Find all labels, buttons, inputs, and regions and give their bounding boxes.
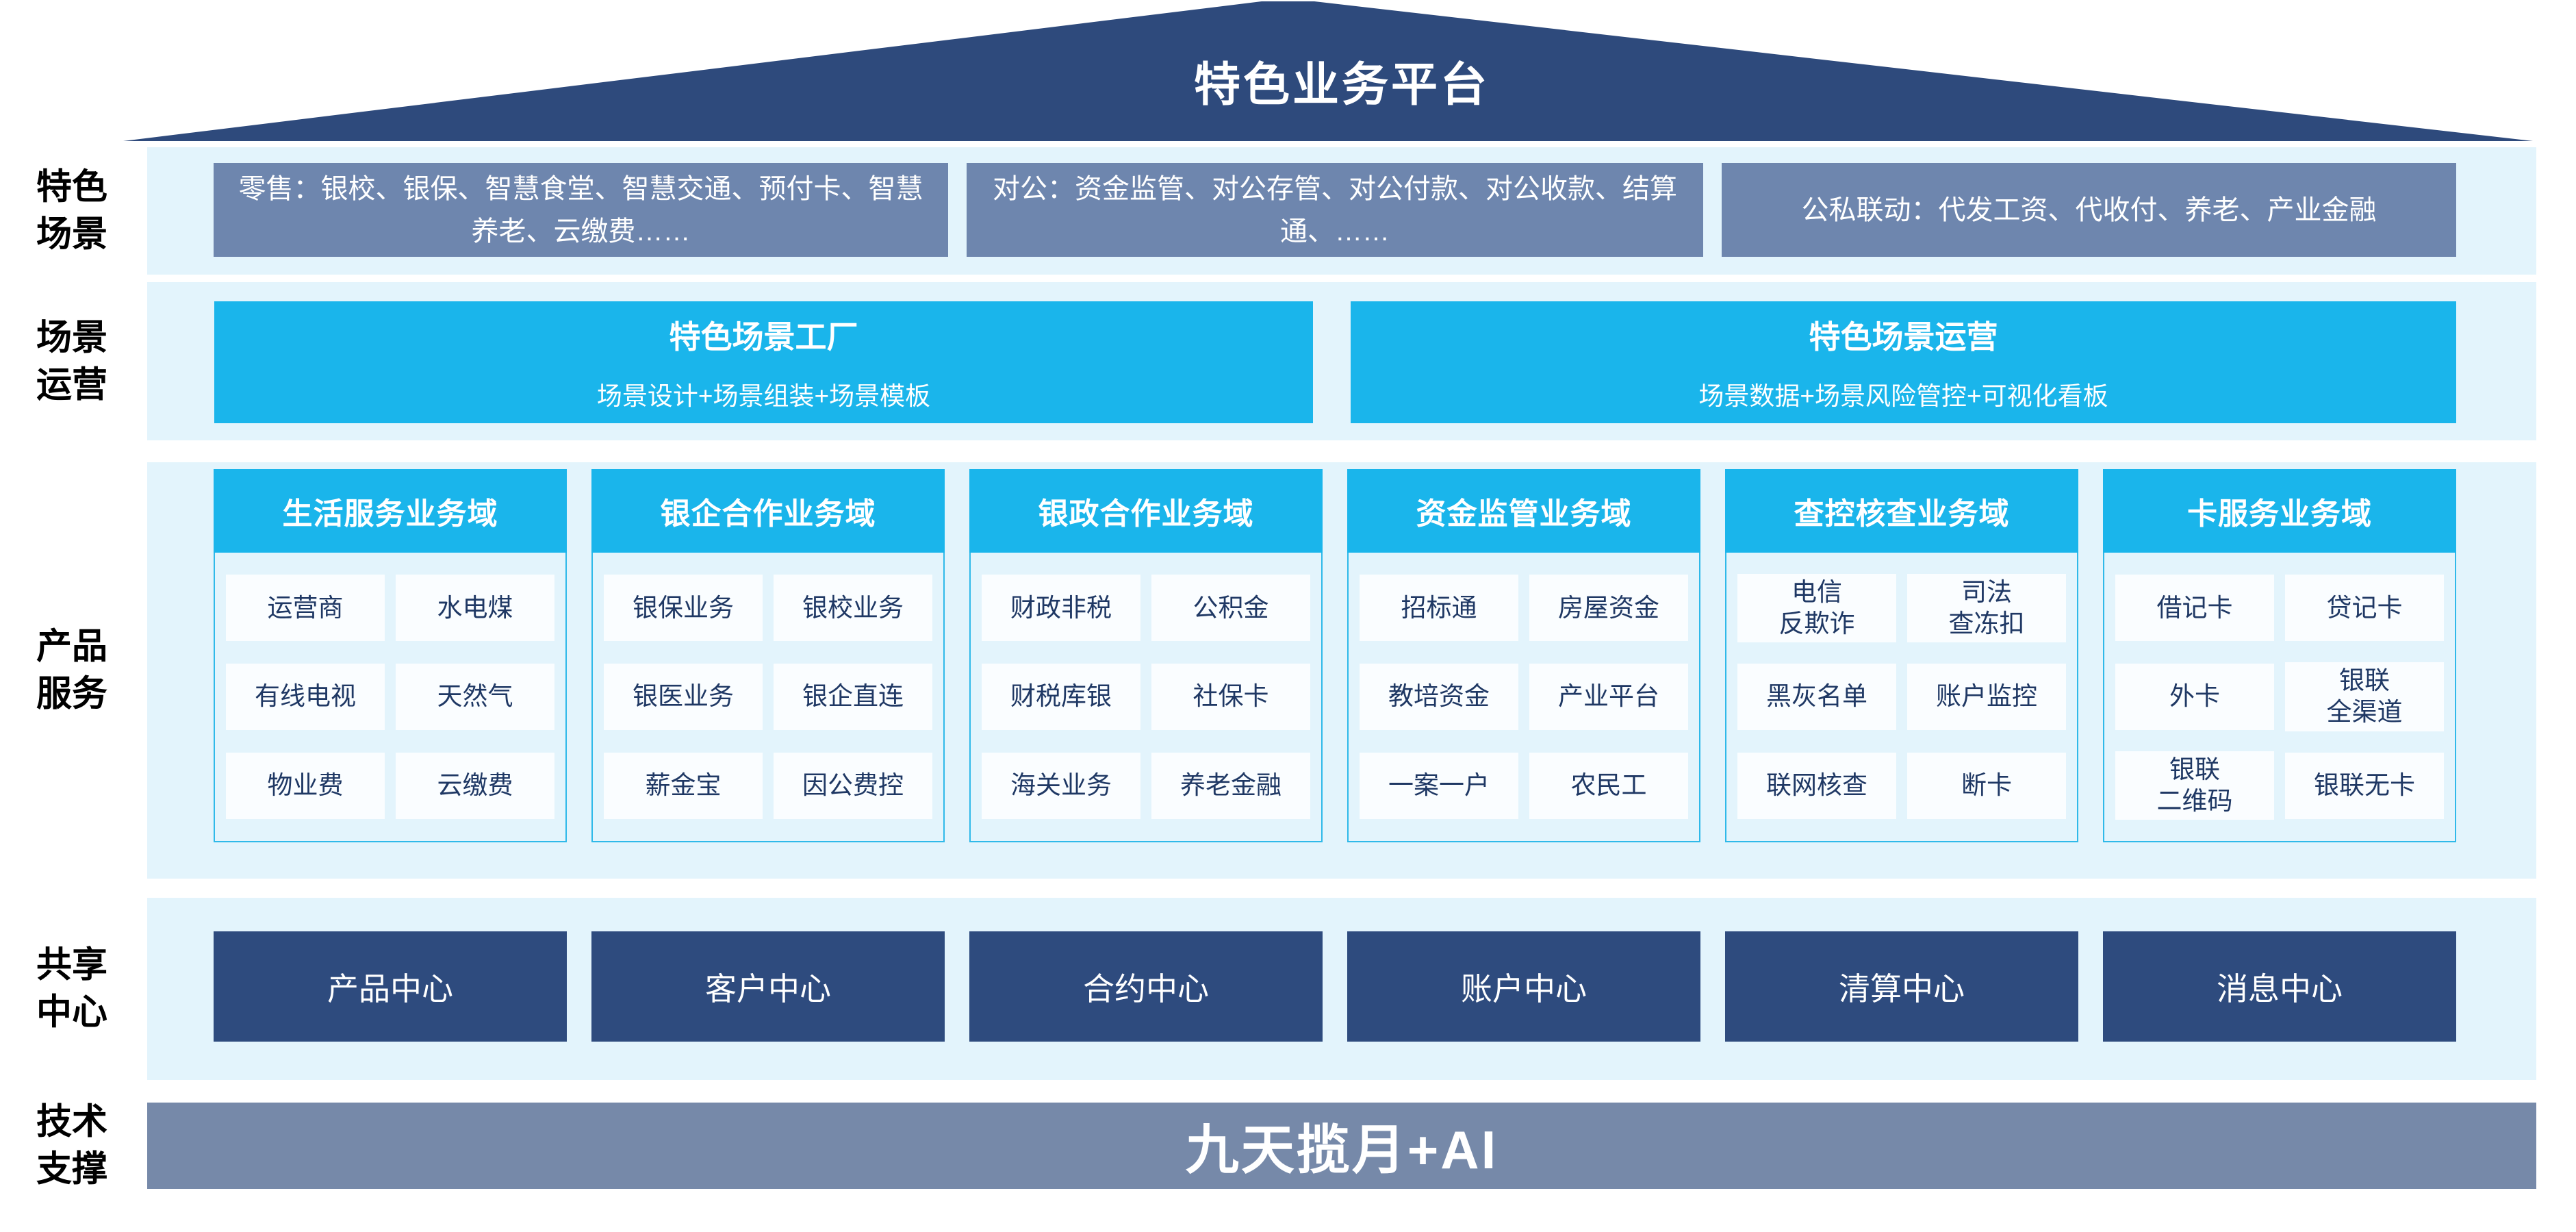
product-column-header: 查控核查业务域: [1725, 469, 2078, 553]
product-column-body: 招标通 房屋资金 教培资金 产业平台 一案一户 农民工: [1347, 553, 1700, 842]
product-cell: 云缴费: [396, 752, 554, 819]
scene-box-public-private: 公私联动：代发工资、代收付、养老、产业金融: [1722, 163, 2456, 257]
product-column-bank-enterprise: 银企合作业务域 银保业务 银校业务 银医业务 银企直连 薪金宝 因公费控: [591, 469, 945, 842]
product-column-header: 卡服务业务域: [2103, 469, 2456, 553]
product-column-header: 生活服务业务域: [214, 469, 567, 553]
product-cell: 联网核查: [1737, 752, 1896, 819]
side-label-scenes: 特色 场景: [36, 167, 107, 254]
product-cell: 公积金: [1151, 575, 1310, 642]
product-cell: 银校业务: [774, 575, 932, 642]
product-column-header: 资金监管业务域: [1347, 469, 1700, 553]
product-column-body: 银保业务 银校业务 银医业务 银企直连 薪金宝 因公费控: [591, 553, 945, 842]
ops-box-scene-factory: 特色场景工厂 场景设计+场景组装+场景模板: [214, 301, 1313, 423]
product-cell: 水电煤: [396, 575, 554, 642]
scene-box-retail: 零售：银校、银保、智慧食堂、智慧交通、预付卡、智慧养老、云缴费……: [214, 163, 948, 257]
roof-banner: [123, 1, 2533, 141]
product-column-body: 运营商 水电煤 有线电视 天然气 物业费 云缴费: [214, 553, 567, 842]
side-label-sharing: 共享 中心: [36, 945, 107, 1032]
ops-box-subtitle: 场景设计+场景组装+场景模板: [596, 382, 931, 410]
product-cell: 教培资金: [1360, 663, 1518, 730]
product-cell: 外卡: [2115, 663, 2274, 730]
product-column-life-services: 生活服务业务域 运营商 水电煤 有线电视 天然气 物业费 云缴费: [214, 469, 567, 842]
product-cell: 账户监控: [1907, 663, 2066, 730]
product-column-fund-supervision: 资金监管业务域 招标通 房屋资金 教培资金 产业平台 一案一户 农民工: [1347, 469, 1700, 842]
product-cell: 养老金融: [1151, 752, 1310, 819]
ops-box-scene-operation: 特色场景运营 场景数据+场景风险管控+可视化看板: [1351, 301, 2456, 423]
product-cell: 天然气: [396, 663, 554, 730]
ops-box-title: 特色场景运营: [1809, 319, 1998, 355]
product-cell: 产业平台: [1529, 663, 1688, 730]
product-cell: 银保业务: [604, 575, 763, 642]
center-box-account: 账户中心: [1347, 931, 1700, 1042]
product-cell: 银联无卡: [2285, 752, 2444, 819]
center-box-customer: 客户中心: [591, 931, 945, 1042]
side-label-products: 产品 服务: [36, 627, 107, 714]
product-cell: 农民工: [1529, 752, 1688, 819]
platform-title: 特色业务平台: [1193, 59, 1490, 111]
ops-box-title: 特色场景工厂: [669, 319, 858, 355]
product-cell: 运营商: [226, 575, 385, 642]
scenes-panel: 零售：银校、银保、智慧食堂、智慧交通、预付卡、智慧养老、云缴费…… 对公：资金监…: [147, 147, 2536, 275]
product-column-body: 财政非税 公积金 财税库银 社保卡 海关业务 养老金融: [969, 553, 1323, 842]
product-cell: 物业费: [226, 752, 385, 819]
product-column-card-services: 卡服务业务域 借记卡 贷记卡 外卡 银联 全渠道 银联 二维码 银联无卡: [2103, 469, 2456, 842]
product-cell: 财税库银: [982, 663, 1140, 730]
center-box-message: 消息中心: [2103, 931, 2456, 1042]
ops-box-subtitle: 场景数据+场景风险管控+可视化看板: [1698, 382, 2108, 410]
side-label-operations: 场景 运营: [36, 318, 107, 405]
product-cell: 社保卡: [1151, 663, 1310, 730]
products-panel: 生活服务业务域 运营商 水电煤 有线电视 天然气 物业费 云缴费 银企合作业务域…: [147, 462, 2536, 879]
product-cell: 断卡: [1907, 752, 2066, 819]
scene-box-corporate: 对公：资金监管、对公存管、对公付款、对公收款、结算通、……: [967, 163, 1703, 257]
product-cell: 银联 全渠道: [2285, 662, 2444, 731]
tech-bar-label: 九天揽月+AI: [1185, 1120, 1499, 1180]
sharing-panel: 产品中心 客户中心 合约中心 账户中心 清算中心 消息中心: [147, 898, 2536, 1080]
operations-panel: 特色场景工厂 场景设计+场景组装+场景模板 特色场景运营 场景数据+场景风险管控…: [147, 282, 2536, 440]
product-cell: 招标通: [1360, 575, 1518, 642]
product-cell: 电信 反欺诈: [1737, 573, 1896, 643]
product-column-inquiry-control: 查控核查业务域 电信 反欺诈 司法 查冻扣 黑灰名单 账户监控 联网核查 断卡: [1725, 469, 2078, 842]
center-box-product: 产品中心: [214, 931, 567, 1042]
product-cell: 因公费控: [774, 752, 932, 819]
product-cell: 司法 查冻扣: [1907, 573, 2066, 643]
product-cell: 贷记卡: [2285, 575, 2444, 642]
product-column-bank-government: 银政合作业务域 财政非税 公积金 财税库银 社保卡 海关业务 养老金融: [969, 469, 1323, 842]
product-cell: 银医业务: [604, 663, 763, 730]
product-cell: 一案一户: [1360, 752, 1518, 819]
product-column-header: 银企合作业务域: [591, 469, 945, 553]
product-cell: 黑灰名单: [1737, 663, 1896, 730]
product-column-body: 借记卡 贷记卡 外卡 银联 全渠道 银联 二维码 银联无卡: [2103, 553, 2456, 842]
product-cell: 借记卡: [2115, 575, 2274, 642]
center-box-contract: 合约中心: [969, 931, 1323, 1042]
product-cell: 有线电视: [226, 663, 385, 730]
side-label-tech: 技术 支撑: [36, 1102, 107, 1189]
product-cell: 银联 二维码: [2115, 751, 2274, 820]
product-cell: 财政非税: [982, 575, 1140, 642]
tech-support-bar: 九天揽月+AI: [147, 1103, 2536, 1189]
product-cell: 薪金宝: [604, 752, 763, 819]
product-cell: 房屋资金: [1529, 575, 1688, 642]
product-column-body: 电信 反欺诈 司法 查冻扣 黑灰名单 账户监控 联网核查 断卡: [1725, 553, 2078, 842]
product-column-header: 银政合作业务域: [969, 469, 1323, 553]
product-cell: 银企直连: [774, 663, 932, 730]
product-cell: 海关业务: [982, 752, 1140, 819]
center-box-clearing: 清算中心: [1725, 931, 2078, 1042]
